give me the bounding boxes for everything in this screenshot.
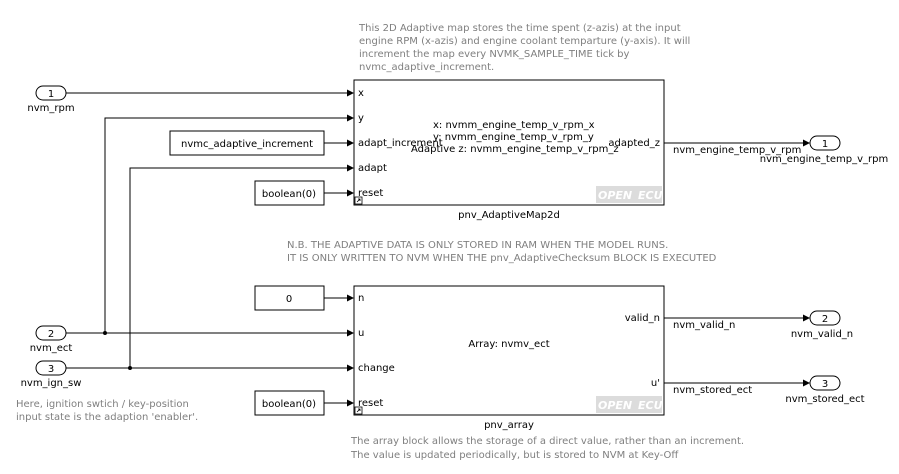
svg-text:This 2D Adaptive map stores th: This 2D Adaptive map stores the time spe… xyxy=(358,23,681,34)
svg-text:2: 2 xyxy=(822,314,828,325)
outport-1-label: nvm_engine_temp_v_rpm xyxy=(760,154,888,165)
svg-text:The array block allows the sto: The array block allows the storage of a … xyxy=(350,436,744,447)
adaptive-map-note: This 2D Adaptive map stores the time spe… xyxy=(358,23,690,73)
array-port-change: change xyxy=(358,363,395,374)
wire-ign-adapt xyxy=(129,164,354,368)
openecu-logo: OPEN ECU xyxy=(596,396,663,413)
array-block[interactable]: n u change reset valid_n u' Array: nvmv_… xyxy=(353,285,665,416)
array-port-u-prime: u' xyxy=(651,378,660,389)
svg-text:1: 1 xyxy=(822,139,828,150)
svg-text:1: 1 xyxy=(48,89,54,100)
map-reset-constant[interactable]: boolean(0) xyxy=(254,180,325,206)
svg-text:engine RPM (x-azis) and engine: engine RPM (x-azis) and engine coolant t… xyxy=(359,36,690,47)
map-port-x: x xyxy=(358,88,364,99)
array-block-name: pnv_array xyxy=(484,420,534,431)
svg-text:0: 0 xyxy=(286,294,292,305)
adaptive-map-block-name: pnv_AdaptiveMap2d xyxy=(458,210,560,221)
inport-1[interactable]: 1 xyxy=(35,85,67,101)
svg-text:The value is updated periodica: The value is updated periodically, but i… xyxy=(350,450,679,461)
svg-text:boolean(0): boolean(0) xyxy=(262,399,316,410)
map-content-y: y: nvmm_engine_temp_v_rpm_y xyxy=(433,132,594,143)
svg-text:Here, ignition swtich / key-po: Here, ignition swtich / key-position xyxy=(16,399,189,410)
map-port-reset: reset xyxy=(358,188,383,199)
svg-text:input state is the adaption 'e: input state is the adaption 'enabler'. xyxy=(16,412,198,423)
svg-text:IT IS ONLY WRITTEN TO NVM WHEN: IT IS ONLY WRITTEN TO NVM WHEN THE pnv_A… xyxy=(287,253,717,264)
ignition-note: Here, ignition swtich / key-position inp… xyxy=(16,399,198,423)
wire-ect-y xyxy=(104,114,354,333)
svg-text:boolean(0): boolean(0) xyxy=(262,189,316,200)
nb-note: N.B. THE ADAPTIVE DATA IS ONLY STORED IN… xyxy=(287,240,717,264)
svg-text:OPEN: OPEN xyxy=(598,399,632,412)
svg-text:nvmc_adaptive_increment: nvmc_adaptive_increment xyxy=(181,139,313,150)
signal-label-stored-out: nvm_stored_ect xyxy=(673,385,752,396)
svg-text:3: 3 xyxy=(48,364,54,375)
map-port-adapt-increment: adapt_increment xyxy=(358,138,443,149)
junction-ect xyxy=(103,331,107,335)
svg-text:increment the map every NVMK_S: increment the map every NVMK_SAMPLE_TIME… xyxy=(359,49,630,60)
array-content: Array: nvmv_ect xyxy=(468,339,549,350)
signal-label-map-out: nvm_engine_temp_v_rpm xyxy=(673,145,801,156)
inport-3[interactable]: 3 xyxy=(35,360,67,376)
svg-text:OPEN: OPEN xyxy=(598,189,632,202)
array-port-reset: reset xyxy=(358,398,383,409)
array-port-n: n xyxy=(358,293,364,304)
adaptive-map-block[interactable]: x y adapt_increment adapt reset adapted_… xyxy=(353,79,665,206)
map-content-x: x: nvmm_engine_temp_v_rpm_x xyxy=(433,120,595,131)
inport-3-label: nvm_ign_sw xyxy=(21,378,82,389)
svg-text:nvmc_adaptive_increment.: nvmc_adaptive_increment. xyxy=(359,62,494,73)
map-port-adapted-z: adapted_z xyxy=(608,138,660,149)
outport-2-label: nvm_valid_n xyxy=(791,329,853,340)
svg-text:3: 3 xyxy=(822,379,828,390)
map-content-z: Adaptive z: nvmm_engine_temp_v_rpm_z xyxy=(411,144,619,155)
svg-text:ECU: ECU xyxy=(638,399,663,412)
array-port-u: u xyxy=(358,328,364,339)
array-note: The array block allows the storage of a … xyxy=(350,436,744,461)
inport-2-label: nvm_ect xyxy=(30,343,73,354)
junction-ign xyxy=(128,366,132,370)
svg-text:ECU: ECU xyxy=(638,189,663,202)
outport-3-label: nvm_stored_ect xyxy=(785,394,864,405)
array-port-valid-n: valid_n xyxy=(625,313,660,324)
inport-2[interactable]: 2 xyxy=(35,325,67,341)
map-port-adapt: adapt xyxy=(358,163,387,174)
signal-wires xyxy=(66,89,810,407)
outport-2[interactable]: 2 xyxy=(809,310,841,326)
openecu-logo: OPEN ECU xyxy=(596,186,663,203)
svg-text:N.B. THE ADAPTIVE DATA IS ONLY: N.B. THE ADAPTIVE DATA IS ONLY STORED IN… xyxy=(287,240,668,251)
n-constant[interactable]: 0 xyxy=(254,285,325,311)
signal-label-valid-out: nvm_valid_n xyxy=(673,320,735,331)
adaptive-increment-constant[interactable]: nvmc_adaptive_increment xyxy=(169,130,325,156)
outport-1[interactable]: 1 xyxy=(809,135,841,151)
array-reset-constant[interactable]: boolean(0) xyxy=(254,390,325,416)
svg-text:2: 2 xyxy=(48,329,54,340)
map-port-y: y xyxy=(358,113,364,124)
outport-3[interactable]: 3 xyxy=(809,375,841,391)
inport-1-label: nvm_rpm xyxy=(27,103,74,114)
